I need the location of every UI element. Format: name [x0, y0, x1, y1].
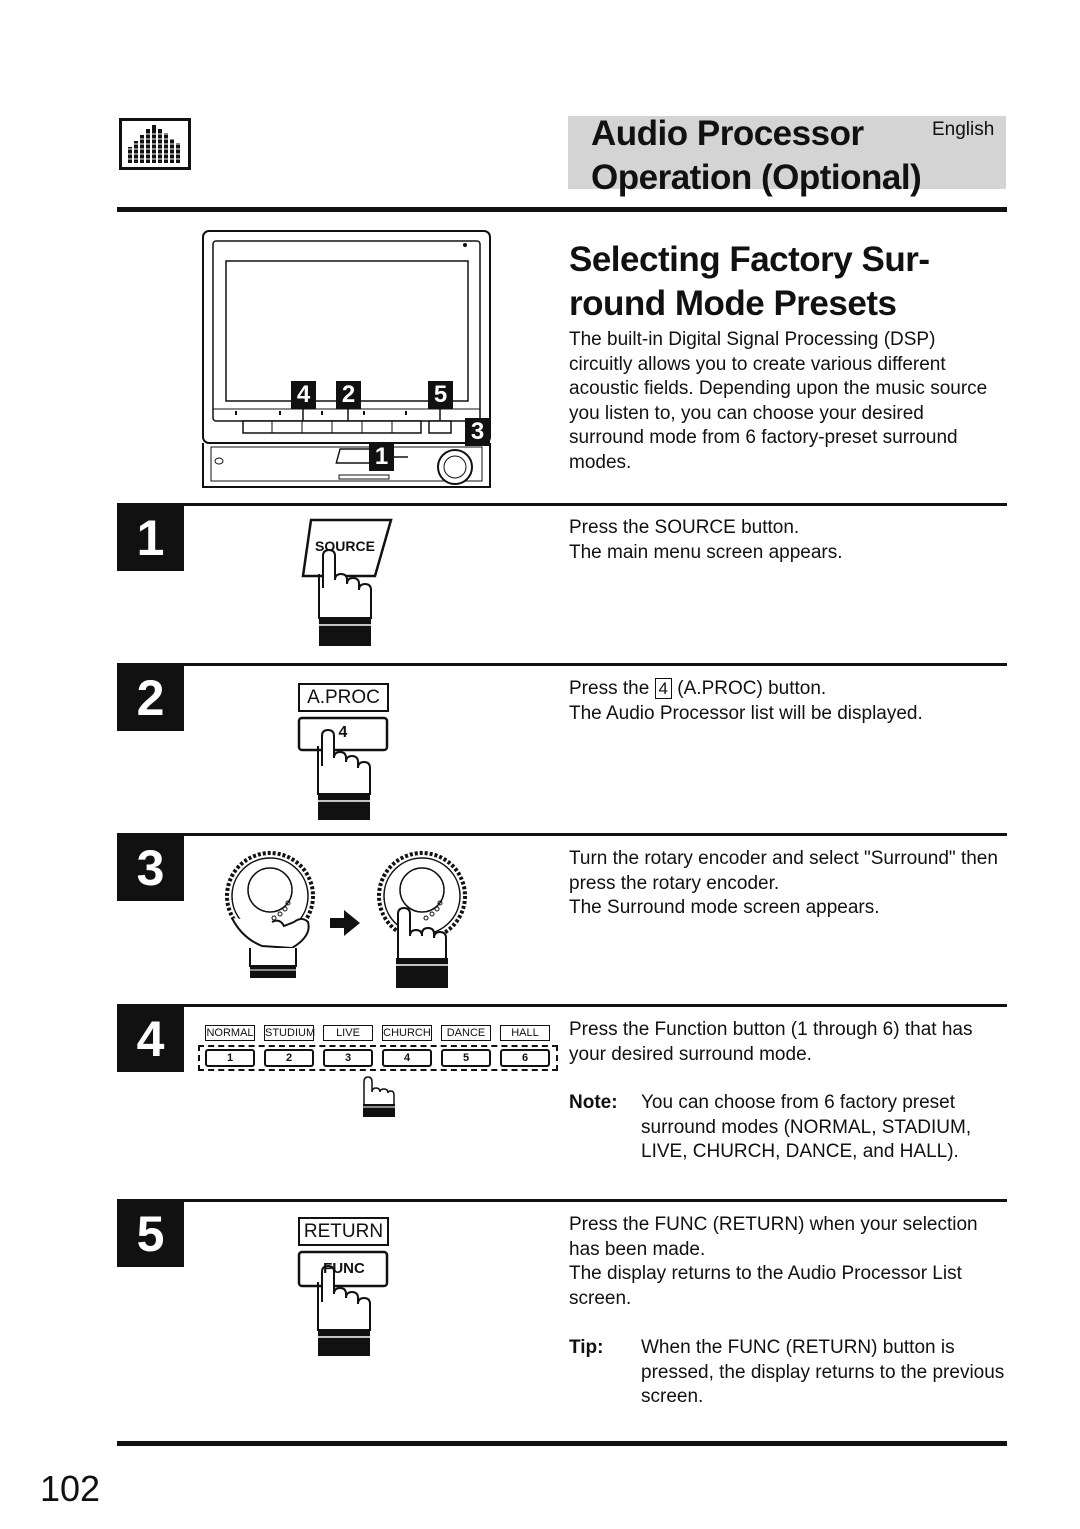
step-3-number: 3 — [117, 835, 184, 901]
step-5-number: 5 — [117, 1201, 184, 1267]
footer-rule — [117, 1441, 1007, 1446]
step-3-rule — [117, 833, 1007, 836]
function-button-5[interactable]: 5 — [441, 1049, 491, 1067]
equalizer-icon — [119, 118, 191, 170]
header-band — [568, 116, 1006, 189]
return-label-box: RETURN — [298, 1217, 389, 1246]
step-4-text: Press the Function button (1 through 6) … — [569, 1019, 973, 1065]
language-label: English — [932, 119, 995, 140]
step-5-tip: Tip: When the FUNC (RETURN) button is pr… — [569, 1336, 1009, 1410]
step-5-rule — [117, 1199, 1007, 1202]
step-5-text: Press the FUNC (RETURN) when your select… — [569, 1214, 978, 1309]
step-1-number: 1 — [117, 505, 184, 571]
step-2-text: Press the 4 (A.PROC) button. The Audio P… — [569, 678, 923, 724]
rotary-encoder-illustration — [222, 848, 467, 990]
section-title: Selecting Factory Sur- round Mode Preset… — [569, 240, 930, 323]
head-unit-illustration — [199, 229, 494, 491]
note-text: You can choose from 6 factory preset sur… — [641, 1092, 972, 1162]
callout-3: 3 — [465, 418, 490, 446]
key-4-box: 4 — [654, 678, 673, 699]
page-header-title: Audio Processor Operation (Optional) — [591, 114, 922, 197]
source-button-label: SOURCE — [315, 538, 375, 554]
function-button-2[interactable]: 2 — [264, 1049, 314, 1067]
step-4-number: 4 — [117, 1006, 184, 1072]
callout-5: 5 — [428, 381, 453, 409]
step-1-rule — [117, 503, 1007, 506]
tip-label: Tip: — [569, 1337, 604, 1358]
aproc-label-box: A.PROC — [298, 683, 389, 712]
mode-label-church: CHURCH — [382, 1025, 432, 1041]
mode-label-dance: DANCE — [441, 1025, 491, 1041]
page-number: 102 — [40, 1468, 101, 1509]
mode-label-normal: NORMAL — [205, 1025, 255, 1041]
function-button-1[interactable]: 1 — [205, 1049, 255, 1067]
step-4-rule — [117, 1004, 1007, 1007]
intro-paragraph: The built-in Digital Signal Processing (… — [569, 329, 988, 473]
step-4-note: Note: You can choose from 6 factory pres… — [569, 1091, 1009, 1165]
source-button-illustration — [299, 518, 395, 648]
tip-text: When the FUNC (RETURN) button is pressed… — [641, 1337, 1005, 1407]
note-label: Note: — [569, 1092, 618, 1113]
callout-1: 1 — [369, 443, 394, 471]
func-button-illustration — [297, 1250, 389, 1356]
mode-label-studium: STUDIUM — [264, 1025, 316, 1041]
mode-label-hall: HALL — [500, 1025, 550, 1041]
function-button-6[interactable]: 6 — [500, 1049, 550, 1067]
callout-2: 2 — [336, 381, 361, 409]
func-button-label: FUNC — [323, 1260, 365, 1277]
aproc-button-number: 4 — [338, 724, 348, 741]
function-buttons-group — [198, 1045, 558, 1071]
header-rule — [117, 207, 1007, 212]
step-1-text: Press the SOURCE button. The main menu s… — [569, 517, 843, 563]
pointing-hand-icon — [360, 1074, 396, 1118]
callout-4: 4 — [291, 381, 316, 409]
step-2-number: 2 — [117, 665, 184, 731]
aproc-button-illustration — [297, 716, 389, 820]
step-3-text: Turn the rotary encoder and select "Surr… — [569, 848, 998, 918]
mode-label-live: LIVE — [323, 1025, 373, 1041]
step-2-rule — [117, 663, 1007, 666]
function-button-4[interactable]: 4 — [382, 1049, 432, 1067]
function-button-3[interactable]: 3 — [323, 1049, 373, 1067]
